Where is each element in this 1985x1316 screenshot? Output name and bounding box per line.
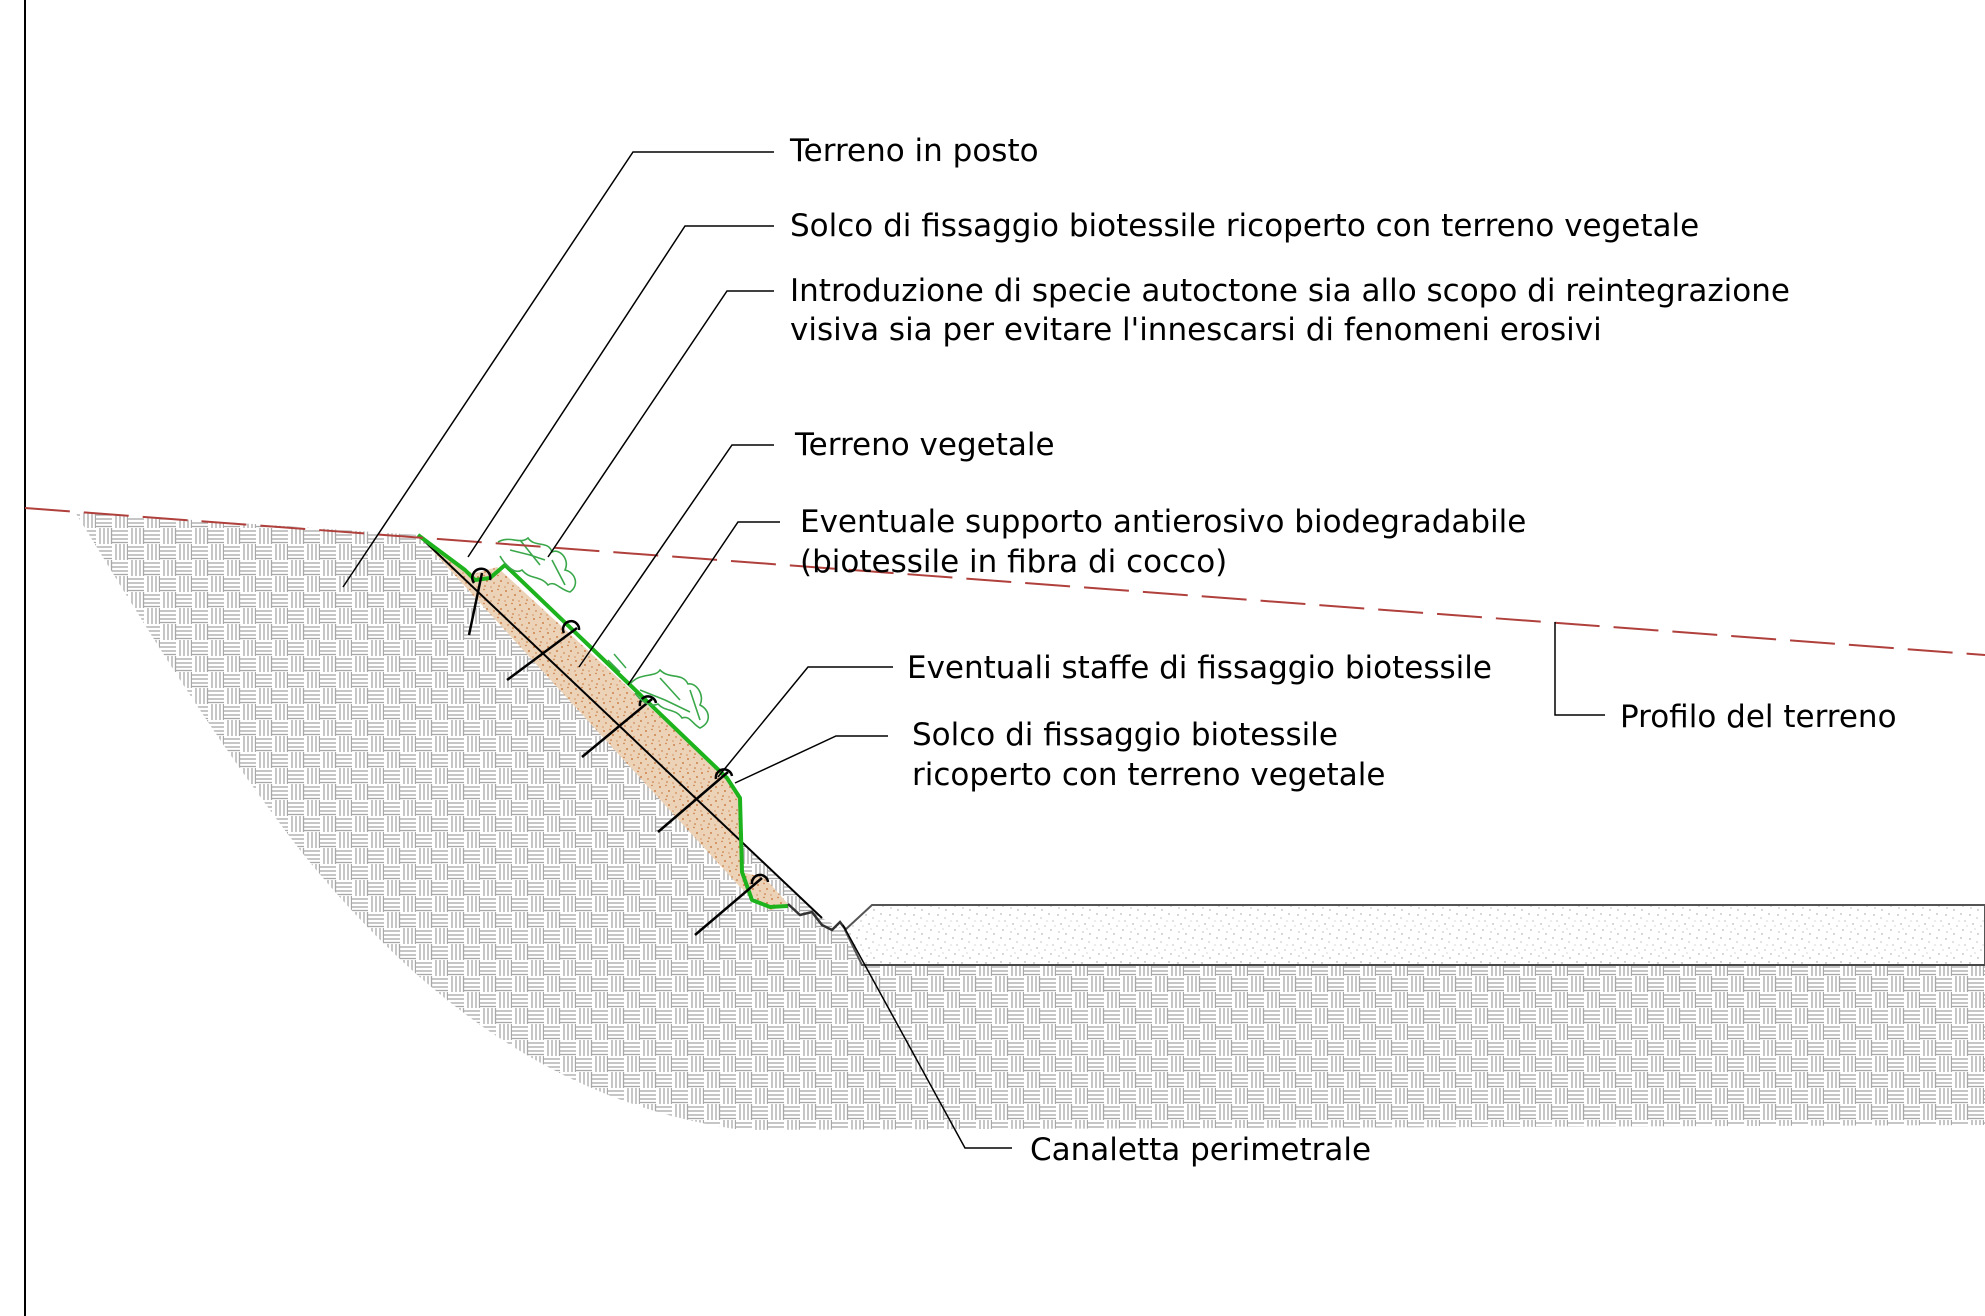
label-terreno-vegetale: Terreno vegetale [794, 427, 1055, 463]
label-solco-top: Solco di fissaggio biotessile ricoperto … [790, 208, 1699, 244]
label-supporto-line2: (biotessile in fibra di cocco) [800, 544, 1227, 580]
perimeter-channel [787, 903, 847, 932]
label-terreno-in-posto: Terreno in posto [789, 133, 1039, 169]
label-supporto-line1: Eventuale supporto antierosivo biodegrad… [800, 504, 1526, 540]
label-introduzione-line1: Introduzione di specie autoctone sia all… [790, 273, 1790, 309]
label-introduzione-line2: visiva sia per evitare l'innescarsi di f… [790, 312, 1602, 348]
label-staffe: Eventuali staffe di fissaggio biotessile [907, 650, 1492, 686]
grass-blades [607, 653, 627, 673]
fixing-staples [471, 567, 770, 885]
vegetation-plants [497, 536, 710, 729]
natural-ground [75, 512, 1985, 1130]
road-sand-layer [843, 904, 1985, 966]
terrain-profile-line [24, 507, 1985, 656]
vegetal-soil-layer [418, 535, 788, 910]
leader-lines [342, 151, 1605, 1149]
label-canaletta: Canaletta perimetrale [1030, 1132, 1371, 1168]
anchor-stakes [467, 572, 763, 936]
label-solco-bottom-line2: ricoperto con terreno vegetale [912, 757, 1385, 793]
label-profilo-terreno: Profilo del terreno [1620, 699, 1897, 735]
label-solco-bottom-line1: Solco di fissaggio biotessile [912, 717, 1338, 753]
